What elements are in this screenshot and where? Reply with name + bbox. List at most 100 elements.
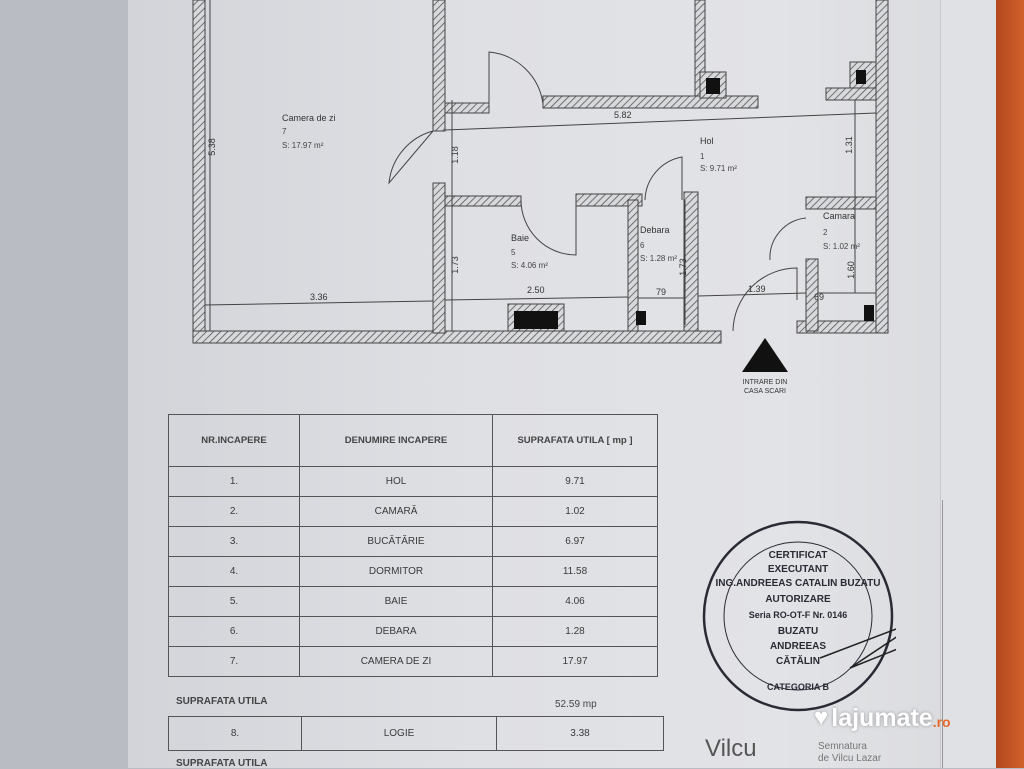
- room-number: 2: [823, 228, 828, 237]
- background-edge: [996, 0, 1024, 768]
- dimension: 69: [814, 292, 825, 302]
- cell-name: LOGIE: [301, 716, 497, 751]
- dimension: 1.31: [843, 136, 854, 154]
- header-nr: NR.INCAPERE: [168, 414, 300, 467]
- cell-area: 1.28: [492, 616, 658, 647]
- entrance-line: INTRARE DIN: [742, 379, 788, 386]
- room-area: S: 4.06 m²: [511, 261, 548, 270]
- entrance-label: INTRARE DIN CASA SCARI: [735, 378, 795, 396]
- dimension: 5.38: [206, 138, 217, 156]
- cell-nr: 6.: [168, 616, 300, 647]
- floor-plan: [192, 0, 889, 372]
- stamp-line: Seria RO-OT-F Nr. 0146: [749, 610, 848, 620]
- dimension: 5.82: [614, 110, 632, 120]
- cell-nr: 2.: [168, 496, 300, 527]
- rooms-table: NR.INCAPERE DENUMIRE INCAPERE SUPRAFATA …: [168, 414, 658, 677]
- cell-area: 6.97: [492, 526, 658, 557]
- cell-name: HOL: [299, 466, 493, 497]
- room-number: 5: [511, 248, 516, 257]
- entrance-arrow-icon: [742, 338, 788, 372]
- cell-name: DORMITOR: [299, 556, 493, 587]
- header-area: SUPRAFATA UTILA [ mp ]: [492, 414, 658, 467]
- dimension: 1.39: [748, 284, 766, 294]
- cell-name: BUCĂTĂRIE: [299, 526, 493, 557]
- room-label: Hol: [700, 136, 714, 146]
- total2-label: SUPRAFATA UTILA: [176, 758, 268, 769]
- cell-name: CAMERA DE ZI: [299, 646, 493, 677]
- room-number: 6: [640, 241, 645, 250]
- watermark-brand: lajumate: [831, 704, 933, 732]
- paper-edge: [940, 0, 999, 768]
- stamp-line: CĂTĂLIN: [776, 654, 820, 667]
- cell-name: BAIE: [299, 586, 493, 617]
- room-label: Camara: [823, 211, 856, 221]
- cell-area: 11.58: [492, 556, 658, 587]
- dimension: 1.73: [677, 258, 688, 276]
- stamp-line: CATEGORIA B: [767, 682, 829, 692]
- wall: [683, 191, 699, 332]
- dimension: 3.36: [310, 292, 328, 302]
- wall: [192, 330, 722, 344]
- room-label: Camera de zi: [282, 113, 336, 123]
- stamp-line: CERTIFICAT: [769, 550, 828, 561]
- cell-name: CAMARĂ: [299, 496, 493, 527]
- signature-line: Semnatura: [818, 741, 867, 752]
- cell-name: DEBARA: [299, 616, 493, 647]
- cell-area: 17.97: [492, 646, 658, 677]
- room-label: Baie: [511, 233, 530, 243]
- signature-icon: [819, 628, 896, 669]
- dimension: 79: [656, 287, 667, 297]
- cell-area: 4.06: [492, 586, 658, 617]
- wall: [875, 0, 889, 334]
- header-name: DENUMIRE INCAPERE: [299, 414, 493, 467]
- wall: [432, 182, 446, 334]
- watermark-logo: ♥ lajumate .ro: [814, 704, 951, 732]
- wall: [444, 195, 522, 207]
- wall: [627, 199, 639, 332]
- cell-nr: 8.: [168, 716, 302, 751]
- dimension: 2.50: [527, 285, 545, 295]
- watermark-tld: .ro: [932, 714, 951, 730]
- total-value: 52.59 mp: [555, 699, 597, 710]
- entrance-line: CASA SCARI: [743, 388, 786, 395]
- cell-area: 3.38: [496, 716, 664, 751]
- total-label: SUPRAFATA UTILA: [176, 696, 268, 707]
- stamp-line: ANDREEAS: [770, 641, 826, 652]
- cell-nr: 3.: [168, 526, 300, 557]
- table-header: NR.INCAPERE DENUMIRE INCAPERE SUPRAFATA …: [168, 414, 658, 467]
- wall: [805, 258, 819, 332]
- room-area: S: 9.71 m²: [700, 164, 737, 173]
- dimension: 1.18: [449, 146, 460, 164]
- room-area: S: 1.28 m²: [640, 254, 677, 263]
- signature-line: de Vilcu Lazar: [818, 753, 882, 764]
- dimension: 1.60: [845, 261, 856, 279]
- cell-nr: 4.: [168, 556, 300, 587]
- cell-area: 1.02: [492, 496, 658, 527]
- cell-area: 9.71: [492, 466, 658, 497]
- signature-caption: Semnatura de Vilcu Lazar: [818, 741, 881, 765]
- divider: [942, 500, 943, 768]
- stamp-line: AUTORIZARE: [765, 594, 831, 605]
- room-area: S: 1.02 m²: [823, 242, 860, 251]
- heart-logo-icon: ♥: [814, 704, 829, 731]
- authorization-stamp: CERTIFICAT EXECUTANT ING.ANDREEAS CATALI…: [702, 520, 896, 712]
- stamp-line: ING.ANDREEAS CATALIN BUZATU: [716, 578, 881, 589]
- wall: [192, 0, 206, 344]
- stamp-line: BUZATU: [778, 626, 818, 637]
- city-label: Vilcu: [705, 735, 757, 762]
- room-number: 1: [700, 152, 705, 161]
- wall: [432, 0, 446, 132]
- cell-nr: 7.: [168, 646, 300, 677]
- room-label: Debara: [640, 225, 670, 235]
- dimension: 1.73: [449, 256, 460, 274]
- cell-nr: 1.: [168, 466, 300, 497]
